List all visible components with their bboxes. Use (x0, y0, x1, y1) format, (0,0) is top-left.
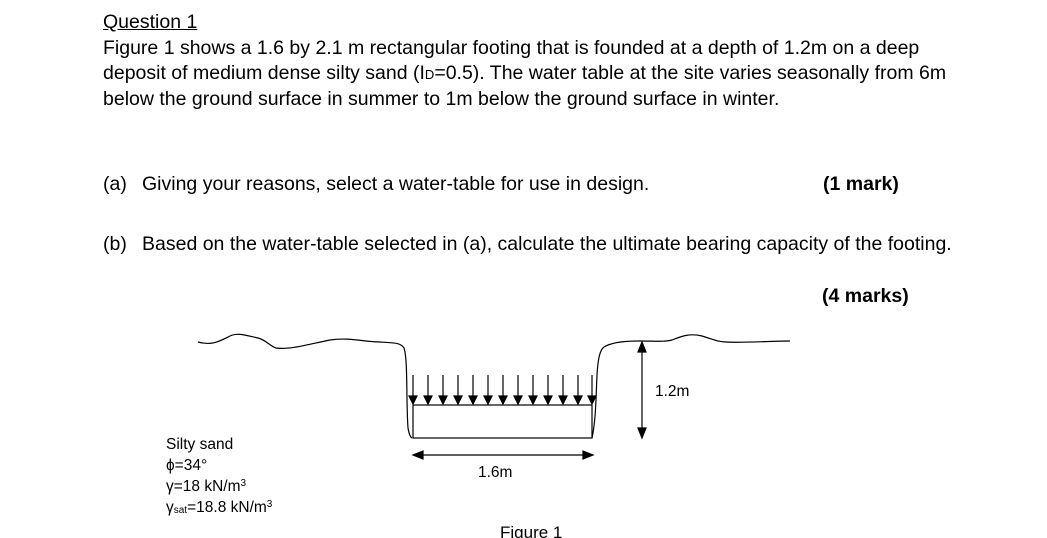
footing (412, 404, 593, 439)
ground-surface-right (591, 334, 791, 439)
soil-friction-angle: ϕ=34° (166, 457, 208, 474)
part-b-text: Based on the water-table selected in (a)… (142, 233, 952, 255)
part-b-marks: (4 marks) (822, 285, 909, 307)
question-title: Question 1 (103, 11, 198, 33)
soil-unit-weight: γ=18 kN/m3 (166, 476, 272, 497)
soil-sat-value: =18.8 kN/m (187, 499, 267, 516)
soil-sat-exp: 3 (266, 499, 273, 510)
soil-properties: Silty sand ϕ=34° γ=18 kN/m3 γsat=18.8 kN… (166, 434, 272, 518)
part-b-label: (b) (103, 233, 127, 255)
load-arrows (408, 375, 597, 406)
question-body: Figure 1 shows a 1.6 by 2.1 m rectangula… (103, 36, 983, 112)
question-body-suffix: =0.5). The water table at the site varie… (103, 62, 947, 110)
width-label: 1.6m (478, 464, 512, 481)
soil-unit-weight-exp: 3 (240, 478, 247, 489)
depth-label: 1.2m (655, 383, 689, 400)
ground-surface-left (197, 333, 413, 439)
part-a: (a) Giving your reasons, select a water-… (103, 172, 923, 198)
soil-sat-subscript: sat (173, 505, 188, 516)
question-body-prefix: Figure 1 shows a 1.6 by 2.1 m rectangula… (103, 37, 920, 84)
question-body-subscript: D (424, 67, 435, 82)
part-a-marks: (1 mark) (823, 173, 899, 195)
depth-dimension (637, 340, 647, 440)
width-dimension (411, 450, 595, 460)
soil-sat-symbol: γ (166, 499, 174, 516)
soil-saturated-unit-weight: γsat=18.8 kN/m3 (166, 497, 272, 518)
soil-unit-weight-value: γ=18 kN/m (166, 478, 241, 495)
soil-name: Silty sand (166, 436, 234, 453)
figure-caption: Figure 1 (500, 523, 562, 538)
part-a-label: (a) (103, 173, 127, 195)
part-a-text: Giving your reasons, select a water-tabl… (142, 173, 650, 195)
part-b: (b) Based on the water-table selected in… (103, 232, 983, 284)
